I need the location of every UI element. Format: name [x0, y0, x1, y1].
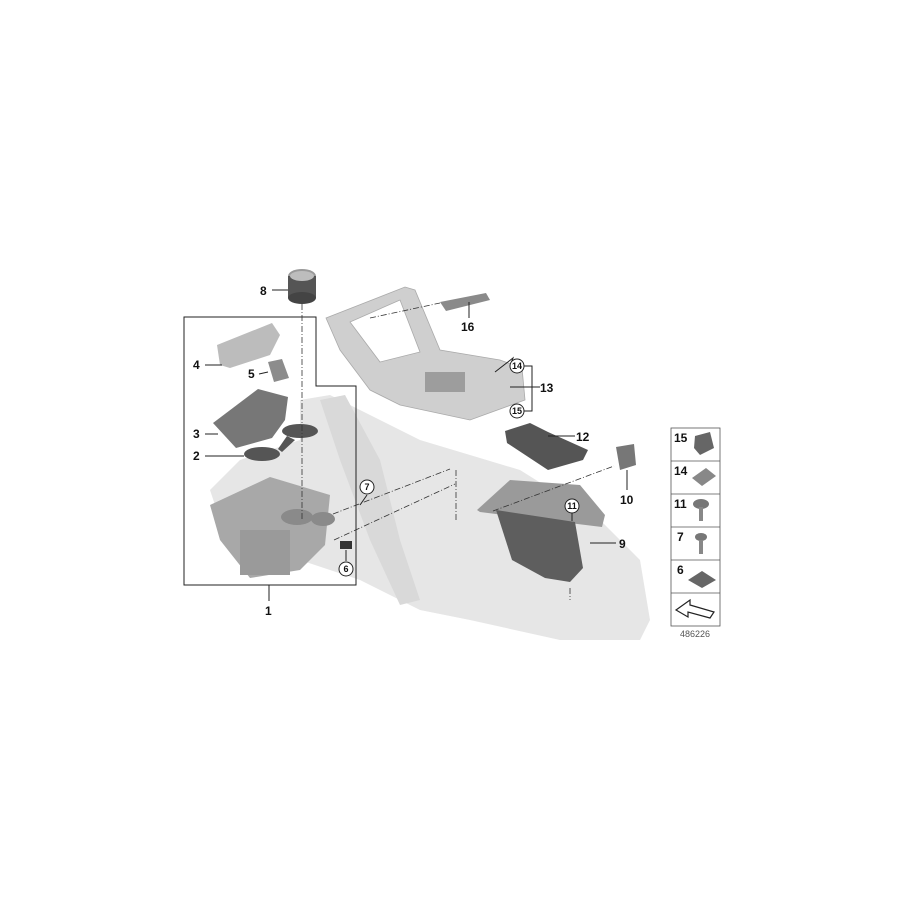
circle-part-11 [564, 498, 580, 514]
label-part-16: 16 [461, 320, 475, 334]
label-part-6: 6 [343, 564, 348, 574]
label-part-11: 11 [567, 501, 577, 511]
part-13-trim-frame [325, 286, 526, 421]
console-tunnel-ghost [320, 395, 420, 605]
diagram-reference-number: 486226 [680, 629, 710, 639]
label-part-10: 10 [620, 493, 634, 507]
direction-arrow-icon [674, 598, 715, 619]
assembly-line-16 [369, 302, 441, 319]
legend-label-6: 6 [677, 563, 684, 577]
label-part-15: 15 [512, 406, 522, 416]
screw-11-icon [693, 499, 709, 521]
legend-label-7: 7 [677, 530, 684, 544]
assembly-line-10 [492, 465, 615, 512]
assembly-line-6 [333, 483, 456, 541]
part-1-console-unit [210, 477, 335, 578]
circle-part-14 [509, 358, 525, 374]
part-12-tray-mat [505, 423, 588, 470]
label-part-7: 7 [364, 482, 369, 492]
label-part-1: 1 [265, 604, 272, 618]
legend-label-11: 11 [674, 497, 687, 511]
label-part-12: 12 [576, 430, 590, 444]
label-part-4: 4 [193, 358, 200, 372]
leader-lines [205, 289, 628, 601]
part-8-gear-knob [288, 269, 316, 304]
part-10-bracket [616, 444, 636, 470]
assembly-line-7 [332, 468, 451, 515]
label-part-5: 5 [248, 367, 255, 381]
clip-15-icon [694, 432, 714, 455]
label-part-2: 2 [193, 449, 200, 463]
part-9-storage-box [477, 480, 605, 582]
part-5-insert [268, 359, 289, 382]
fastener-legend: 15 14 11 7 6 [670, 427, 721, 627]
label-part-3: 3 [193, 427, 200, 441]
nut-14-icon [692, 468, 716, 486]
label-part-8: 8 [260, 284, 267, 298]
part-3-storage-insert [213, 389, 288, 448]
clip-6-icon [688, 571, 716, 588]
screw-7-icon [695, 533, 707, 554]
part-4-cover [217, 323, 280, 368]
circle-part-15 [509, 403, 525, 419]
label-part-13: 13 [540, 381, 554, 395]
circle-part-6 [338, 561, 354, 577]
label-part-9: 9 [619, 537, 626, 551]
center-console-ghost [210, 395, 650, 640]
part-2-cupholder-mat [244, 424, 318, 461]
part-13-shifter-opening [425, 372, 465, 392]
part-6-clip [340, 541, 352, 549]
legend-label-14: 14 [674, 464, 688, 478]
part-16-trim-badge [440, 293, 490, 311]
circle-part-7 [359, 479, 375, 495]
group-bracket-part-1 [183, 316, 357, 586]
label-part-14: 14 [512, 361, 522, 371]
legend-label-15: 15 [674, 431, 688, 445]
